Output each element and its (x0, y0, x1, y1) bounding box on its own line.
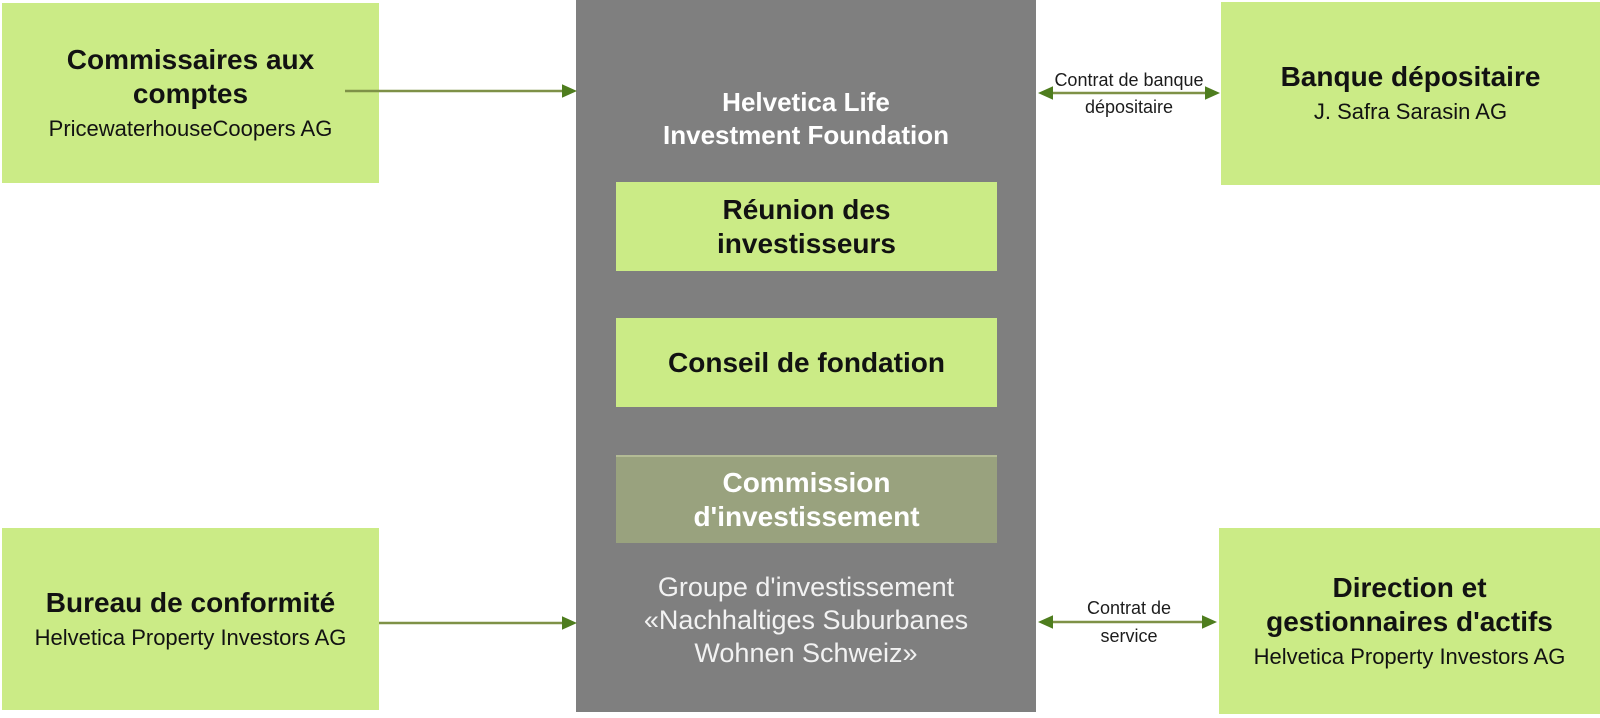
investment-committee-box: Commission d'investissement (616, 455, 997, 543)
investor-meeting-box: Réunion des investisseurs (616, 182, 997, 271)
foundation-column: Helvetica Life Investment Foundation Réu… (576, 0, 1036, 712)
foundation-board-label: Conseil de fondation (668, 346, 945, 378)
auditors-box: Commissaires aux comptes Pricewaterhouse… (2, 3, 379, 183)
compliance-office-title: Bureau de conformité (45, 586, 336, 618)
management-box: Direction et gestionnaires d'actifs Helv… (1219, 528, 1600, 714)
foundation-board-box: Conseil de fondation (616, 318, 997, 407)
arrow-compliance-to-foundation (379, 616, 577, 630)
custodian-bank-subtitle: J. Safra Sarasin AG (1313, 99, 1508, 125)
investment-committee-label: Commission d'investissement (693, 467, 920, 532)
compliance-office-subtitle: Helvetica Property Investors AG (34, 624, 347, 650)
arrow-auditors-to-foundation (345, 84, 577, 98)
service-contract-label-bottom: service (1100, 626, 1158, 646)
service-contract-label-top: Contrat de (1086, 598, 1172, 618)
management-title: Direction et gestionnaires d'actifs (1266, 571, 1553, 637)
foundation-title: Helvetica Life Investment Foundation (663, 87, 949, 151)
investment-group-label: Groupe d'investissement «Nachhaltiges Su… (643, 572, 969, 668)
auditors-title: Commissaires aux comptes (66, 43, 315, 109)
investor-meeting-label: Réunion des investisseurs (717, 193, 896, 259)
custodian-bank-contract-label-top: Contrat de banque (1054, 70, 1204, 90)
custodian-bank-title: Banque dépositaire (1280, 61, 1541, 93)
compliance-office-box: Bureau de conformité Helvetica Property … (2, 528, 379, 710)
auditors-subtitle: PricewaterhouseCoopers AG (48, 115, 333, 141)
custodian-bank-contract-label-bottom: dépositaire (1084, 97, 1174, 117)
management-subtitle: Helvetica Property Investors AG (1253, 643, 1566, 669)
custodian-bank-box: Banque dépositaire J. Safra Sarasin AG (1221, 2, 1600, 185)
